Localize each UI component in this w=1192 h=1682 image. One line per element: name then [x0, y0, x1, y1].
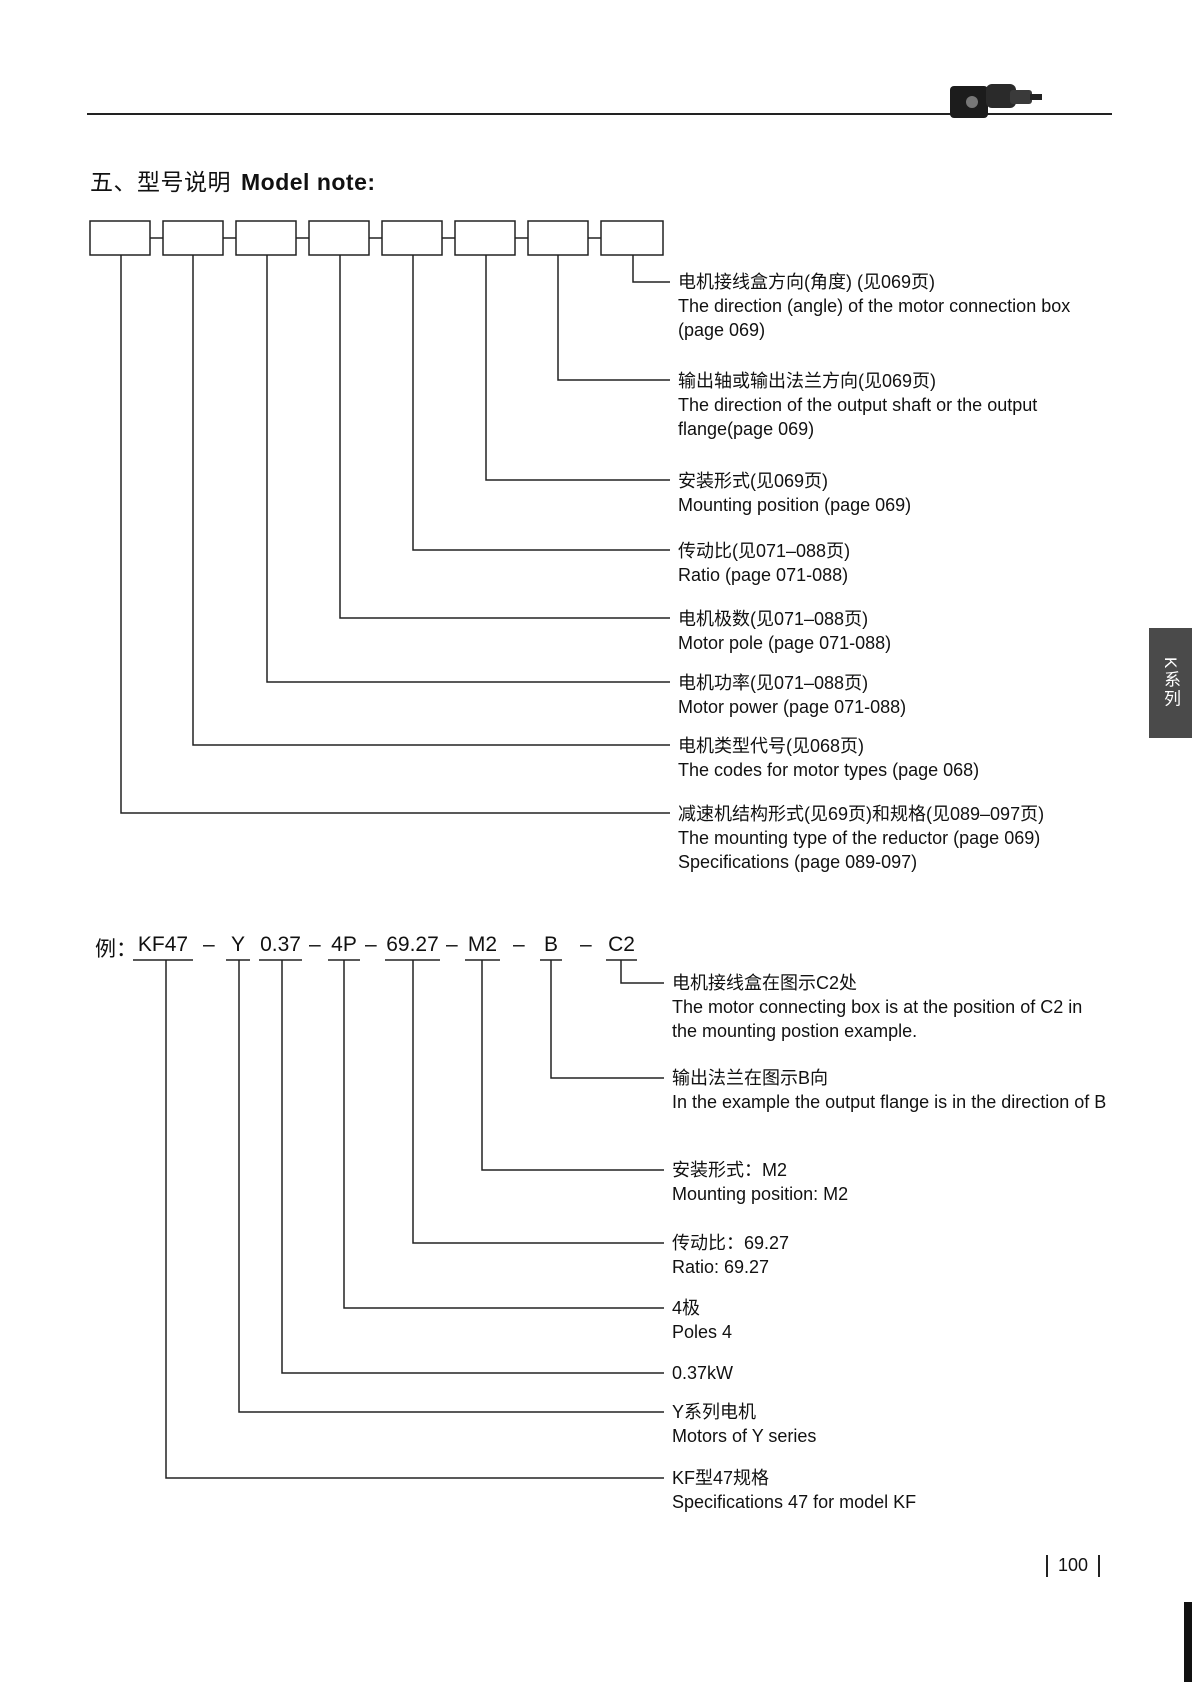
model-box-2 — [163, 221, 223, 255]
model-field-8-zh: 减速机结构形式(见69页)和规格(见089–097页) — [678, 802, 1128, 826]
model-field-7: 电机类型代号(见068页) The codes for motor types … — [678, 734, 1118, 782]
example-field-2: 输出法兰在图示B向 In the example the output flan… — [672, 1066, 1112, 1114]
example-sep-1: – — [203, 933, 215, 957]
model-field-1-en: The direction (angle) of the motor conne… — [678, 294, 1118, 342]
example-field-3-en: Mounting position: M2 — [672, 1182, 1112, 1206]
model-field-8-en: The mounting type of the reductor (page … — [678, 826, 1128, 850]
example-field-1-en: The motor connecting box is at the posit… — [672, 995, 1112, 1043]
model-field-4: 传动比(见071–088页) Ratio (page 071-088) — [678, 539, 1118, 587]
model-field-4-en: Ratio (page 071-088) — [678, 563, 1118, 587]
example-field-1-zh: 电机接线盒在图示C2处 — [672, 971, 1112, 995]
model-field-6-zh: 电机功率(见071–088页) — [678, 671, 1118, 695]
model-box-8 — [601, 221, 663, 255]
example-token-3: 0.37 — [259, 933, 302, 957]
model-field-5-en: Motor pole (page 071-088) — [678, 631, 1118, 655]
model-field-4-zh: 传动比(见071–088页) — [678, 539, 1118, 563]
model-field-7-zh: 电机类型代号(见068页) — [678, 734, 1118, 758]
example-token-2: Y — [226, 933, 250, 957]
example-sep-2: – — [309, 933, 321, 957]
example-sep-6: – — [580, 933, 592, 957]
example-field-4-zh: 传动比：69.27 — [672, 1231, 1112, 1255]
model-field-1-zh: 电机接线盒方向(角度) (见069页) — [678, 270, 1118, 294]
example-token-4: 4P — [328, 933, 360, 957]
model-box-7 — [528, 221, 588, 255]
model-field-1: 电机接线盒方向(角度) (见069页) The direction (angle… — [678, 270, 1118, 342]
model-field-7-en: The codes for motor types (page 068) — [678, 758, 1118, 782]
example-field-2-zh: 输出法兰在图示B向 — [672, 1066, 1112, 1090]
example-field-7-zh: Y系列电机 — [672, 1400, 1112, 1424]
example-field-6: 0.37kW — [672, 1361, 1112, 1385]
model-field-8: 减速机结构形式(见69页)和规格(见089–097页) The mounting… — [678, 802, 1128, 874]
page-number-bar-right — [1098, 1555, 1100, 1577]
model-field-2: 输出轴或输出法兰方向(见069页) The direction of the o… — [678, 369, 1098, 441]
example-field-3-zh: 安装形式：M2 — [672, 1158, 1112, 1182]
example-sep-5: – — [513, 933, 525, 957]
example-prefix: 例： — [95, 933, 137, 963]
example-field-2-en: In the example the output flange is in t… — [672, 1090, 1112, 1114]
example-field-7-en: Motors of Y series — [672, 1424, 1112, 1448]
example-token-5: 69.27 — [385, 933, 440, 957]
example-field-1: 电机接线盒在图示C2处 The motor connecting box is … — [672, 971, 1112, 1043]
model-field-5: 电机极数(见071–088页) Motor pole (page 071-088… — [678, 607, 1118, 655]
example-field-8: KF型47规格 Specifications 47 for model KF — [672, 1466, 1112, 1514]
example-field-8-en: Specifications 47 for model KF — [672, 1490, 1112, 1514]
model-box-1 — [90, 221, 150, 255]
example-field-4: 传动比：69.27 Ratio: 69.27 — [672, 1231, 1112, 1279]
example-field-6-zh: 0.37kW — [672, 1361, 1112, 1385]
model-field-2-zh: 输出轴或输出法兰方向(见069页) — [678, 369, 1098, 393]
page-number-bar-left — [1046, 1555, 1048, 1577]
example-token-7: B — [540, 933, 562, 957]
model-box-3 — [236, 221, 296, 255]
model-field-6-en: Motor power (page 071-088) — [678, 695, 1118, 719]
example-field-5-en: Poles 4 — [672, 1320, 1112, 1344]
example-field-4-en: Ratio: 69.27 — [672, 1255, 1112, 1279]
model-box-6 — [455, 221, 515, 255]
example-sep-4: – — [446, 933, 458, 957]
example-field-7: Y系列电机 Motors of Y series — [672, 1400, 1112, 1448]
example-sep-3: – — [365, 933, 377, 957]
example-token-8: C2 — [606, 933, 637, 957]
model-field-8-en2: Specifications (page 089-097) — [678, 850, 1128, 874]
example-field-5: 4极 Poles 4 — [672, 1296, 1112, 1344]
page-number-value: 100 — [1058, 1555, 1088, 1575]
example-field-3: 安装形式：M2 Mounting position: M2 — [672, 1158, 1112, 1206]
model-field-3-zh: 安装形式(见069页) — [678, 469, 1118, 493]
model-field-2-en: The direction of the output shaft or the… — [678, 393, 1098, 441]
model-field-5-zh: 电机极数(见071–088页) — [678, 607, 1118, 631]
model-field-3-en: Mounting position (page 069) — [678, 493, 1118, 517]
model-box-5 — [382, 221, 442, 255]
example-field-8-zh: KF型47规格 — [672, 1466, 1112, 1490]
page-number: 100 — [1036, 1555, 1110, 1577]
binding-edge — [1184, 1602, 1192, 1682]
model-field-3: 安装形式(见069页) Mounting position (page 069) — [678, 469, 1118, 517]
model-field-6: 电机功率(见071–088页) Motor power (page 071-08… — [678, 671, 1118, 719]
model-box-4 — [309, 221, 369, 255]
example-token-1: KF47 — [133, 933, 193, 957]
example-token-6: M2 — [465, 933, 500, 957]
example-field-5-zh: 4极 — [672, 1296, 1112, 1320]
